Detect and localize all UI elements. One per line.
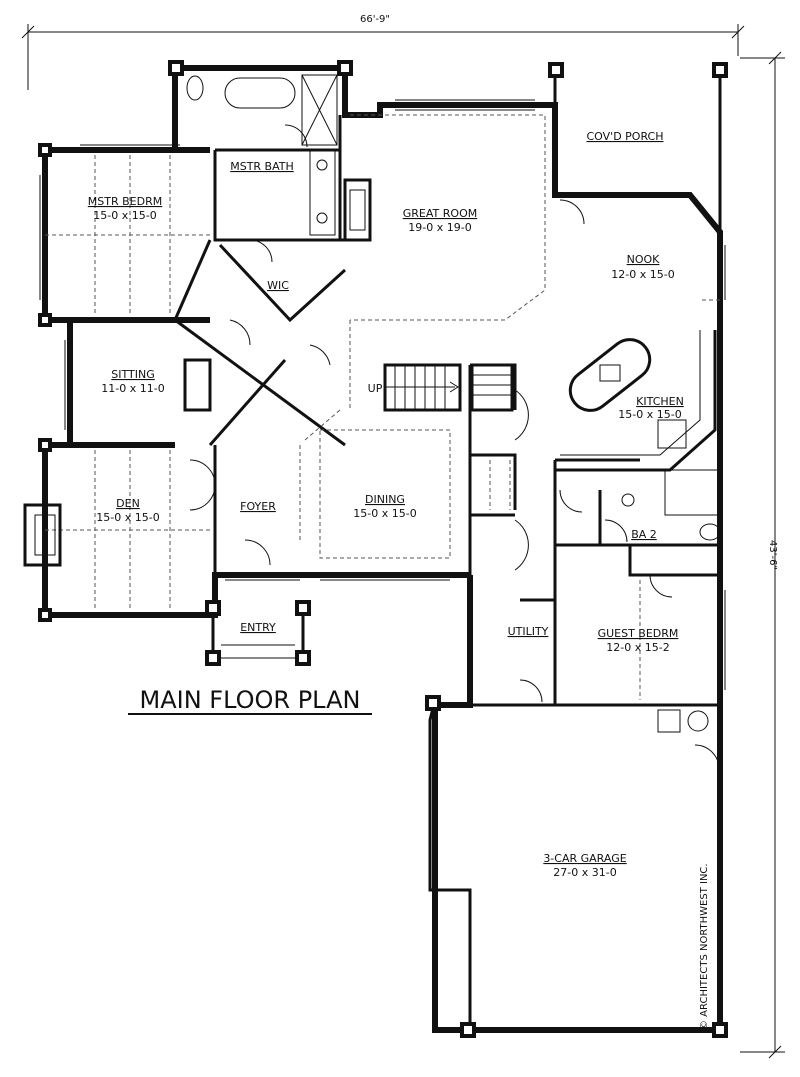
room-guest-bedrm-size: 12-0 x 15-2 <box>606 641 669 654</box>
room-kitchen-size: 15-0 x 15-0 <box>618 408 681 421</box>
overall-width-label: 66'-9" <box>360 14 390 25</box>
corner-posts <box>38 60 728 1038</box>
room-garage-size: 27-0 x 31-0 <box>553 866 616 879</box>
room-nook-name: NOOK <box>627 253 661 266</box>
room-foyer-name: FOYER <box>240 500 276 513</box>
room-mstr-bedrm-size: 15-0 x 15-0 <box>93 209 156 222</box>
room-nook-size: 12-0 x 15-0 <box>611 268 674 281</box>
room-sitting-size: 11-0 x 11-0 <box>101 382 164 395</box>
stairs <box>383 363 514 412</box>
plan-title: MAIN FLOOR PLAN <box>140 686 361 714</box>
room-den-name: DEN <box>116 497 140 510</box>
ceiling-dashed-lines <box>45 114 720 700</box>
room-ba2-name: BA 2 <box>631 528 657 541</box>
kitchen-fixtures <box>555 330 721 733</box>
room-entry-name: ENTRY <box>240 621 276 634</box>
overall-depth-label: 43'-6" <box>767 540 778 570</box>
doors <box>189 124 720 770</box>
dimension-lines <box>21 24 785 1059</box>
room-great-room-name: GREAT ROOM <box>403 207 477 220</box>
room-utility-name: UTILITY <box>508 625 549 638</box>
stair-up-label: UP <box>368 382 383 395</box>
room-guest-bedrm-name: GUEST BEDRM <box>598 627 679 640</box>
room-mstr-bath-name-text: MSTR BATH <box>230 160 294 173</box>
room-mstr-bedrm-name: MSTR BEDRM <box>88 195 162 208</box>
room-mstr-bath-name: MSTR BATH <box>230 160 294 173</box>
room-wic-name: WIC <box>267 279 289 292</box>
room-kitchen-name: KITCHEN <box>636 395 684 408</box>
room-covd-porch-name: COV'D PORCH <box>587 130 664 143</box>
room-den-size: 15-0 x 15-0 <box>96 511 159 524</box>
exterior-walls <box>42 65 723 1033</box>
windows <box>39 99 726 690</box>
room-garage-name: 3-CAR GARAGE <box>543 852 626 865</box>
room-dining-size: 15-0 x 15-0 <box>353 507 416 520</box>
room-sitting-name: SITTING <box>111 368 154 381</box>
architect-credit: © ARCHITECTS NORTHWEST INC. <box>699 863 710 1030</box>
room-labels: COV'D PORCH GREAT ROOM 19-0 x 19-0 MSTR … <box>88 130 684 879</box>
bath-fixtures <box>186 74 721 541</box>
room-dining-name: DINING <box>365 493 405 506</box>
room-great-room-size: 19-0 x 19-0 <box>408 221 471 234</box>
fireplaces <box>23 178 372 567</box>
